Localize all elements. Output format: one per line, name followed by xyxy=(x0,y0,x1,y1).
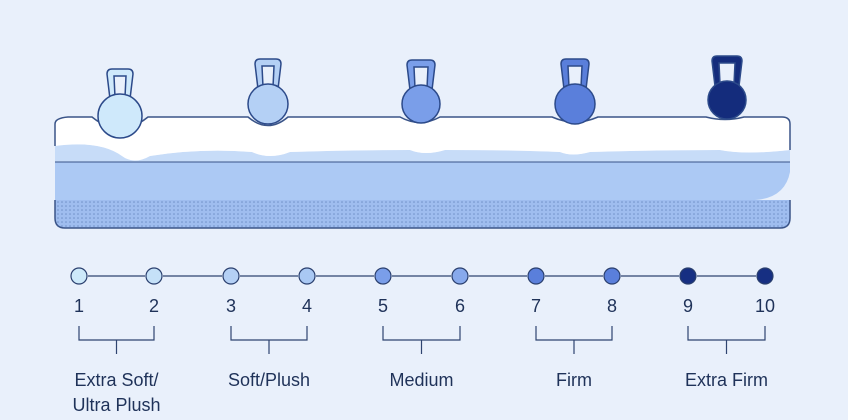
scale-number-9: 9 xyxy=(682,296,693,316)
scale-dot-1 xyxy=(70,267,88,285)
group-label-3: Medium xyxy=(389,370,454,390)
group-bracket-4 xyxy=(535,326,613,354)
mattress-base-texture xyxy=(56,201,789,227)
mattress-lower-layer xyxy=(55,162,790,200)
scale-dot-4 xyxy=(298,267,316,285)
scale-dot-3 xyxy=(222,267,240,285)
scale-dot-5 xyxy=(374,267,392,285)
kettlebell-1 xyxy=(97,68,143,139)
scale-number-3: 3 xyxy=(225,296,236,316)
group-label-2: Soft/Plush xyxy=(227,370,311,390)
scale-dot-2 xyxy=(145,267,163,285)
scale-number-1: 1 xyxy=(73,296,84,316)
kettlebell-weights xyxy=(97,55,747,139)
group-bracket-2 xyxy=(230,326,308,354)
scale-number-7: 7 xyxy=(530,296,541,316)
mattress-top-layer xyxy=(55,117,790,161)
mattress-illustration xyxy=(54,116,791,229)
group-label-5: Extra Firm xyxy=(685,370,768,390)
scale-dot-8 xyxy=(603,267,621,285)
mattress-base-outline xyxy=(54,200,791,229)
scale-dot-7 xyxy=(527,267,545,285)
firmness-scale xyxy=(70,267,774,285)
scale-dot-10 xyxy=(756,267,774,285)
group-label-1: Extra Soft/Ultra Plush xyxy=(72,370,161,415)
kettlebell-4 xyxy=(554,58,596,125)
scale-number-5: 5 xyxy=(377,296,388,316)
scale-number-10: 10 xyxy=(754,296,776,316)
mattress-middle-layer xyxy=(55,144,790,162)
scale-number-8: 8 xyxy=(606,296,617,316)
kettlebell-3 xyxy=(401,59,441,124)
scale-dot-6 xyxy=(451,267,469,285)
scale-number-6: 6 xyxy=(454,296,465,316)
group-bracket-3 xyxy=(382,326,461,354)
scale-dot-9 xyxy=(679,267,697,285)
scale-number-4: 4 xyxy=(301,296,312,316)
kettlebell-2 xyxy=(247,58,289,125)
group-label-4: Firm xyxy=(556,370,592,390)
group-bracket-1 xyxy=(78,326,155,354)
group-brackets xyxy=(78,326,766,354)
kettlebell-5 xyxy=(707,55,747,120)
scale-number-2: 2 xyxy=(148,296,159,316)
group-bracket-5 xyxy=(687,326,766,354)
